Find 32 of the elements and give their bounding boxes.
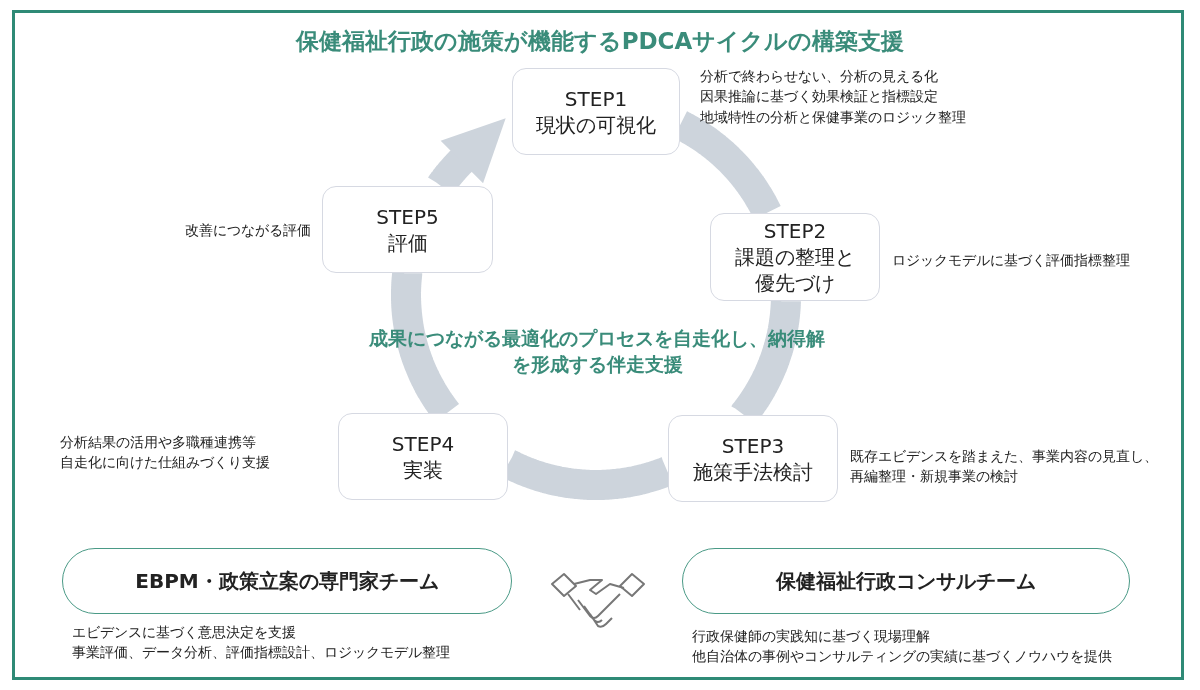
description-text: エビデンスに基づく意思決定を支援 [72,623,296,642]
description-text: 自走化に向けた仕組みづくり支援 [60,453,270,473]
step-text: STEP5 [376,203,439,230]
step-box [338,413,508,500]
step-text: STEP3 [721,432,785,459]
description-text: 他自治体の事例やコンサルティングの実績に基づくノウハウを提供 [692,647,1112,667]
description-text: 分析で終わらせない、分析の見える化 [700,67,938,86]
description-text: 分析結果の活用や多職種連携等 [60,433,256,452]
title: 保健福祉行政の施策が機能するPDCAサイクルの構築支援 [294,27,906,56]
description-text: ロジックモデルに基づく評価指標整理 [892,251,1130,270]
description-text: 改善につながる評価 [185,221,311,240]
step-box [668,415,838,502]
description-text: 因果推論に基づく効果検証と指標設定 [700,87,938,107]
team-name: 保健福祉行政コンサルチーム [776,567,1036,595]
step-text: STEP2 [763,218,827,244]
step-text: STEP4 [391,430,455,457]
team-name: EBPM・政策立案の専門家チーム [135,567,439,595]
description-text: 事業評価、データ分析、評価指標設計、ロジックモデル整理 [72,643,450,663]
description-text: 既存エビデンスを踏まえた、事業内容の見直し、 [850,447,1158,466]
step-text: STEP1 [564,85,628,112]
step-box [512,68,680,155]
description-text: 地域特性の分析と保健事業のロジック整理 [700,107,966,127]
step-box [322,186,493,273]
step-text: 施策手法検討 [693,458,813,485]
step-text: 課題の整理と優先づけ [734,244,856,296]
step-text: 現状の可視化 [536,111,656,138]
step-text: 実装 [403,456,443,483]
description-text: 行政保健師の実践知に基づく現場理解 [692,627,930,646]
description-text: 再編整理・新規事業の検討 [850,467,1018,487]
center-message: 成果につながる最適化のプロセスを自走化し、納得解を形成する伴走支援 [368,326,826,377]
step-text: 評価 [387,229,428,256]
step-box [710,213,880,301]
